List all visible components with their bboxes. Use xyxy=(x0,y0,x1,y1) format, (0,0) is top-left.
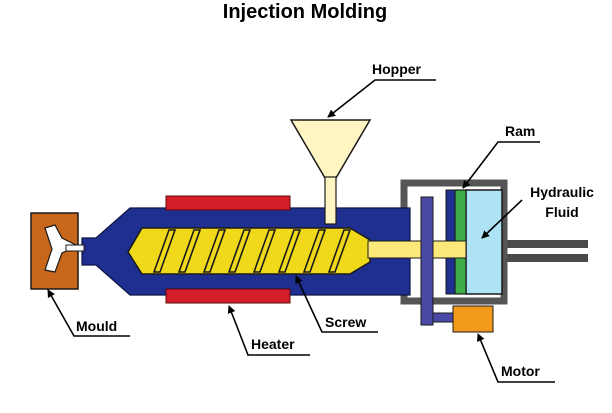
mould-leader xyxy=(47,289,130,337)
screw-shaft xyxy=(367,240,467,259)
motor-label: Motor xyxy=(501,363,540,379)
motor-leader xyxy=(477,333,555,383)
hopper xyxy=(289,119,372,179)
hydraulic-fluid-chamber xyxy=(465,189,503,295)
screw-label: Screw xyxy=(325,314,366,330)
mould-cavity xyxy=(44,224,80,273)
hopper-neck xyxy=(324,176,337,225)
screw-flights xyxy=(152,229,352,273)
ram-leader xyxy=(462,141,540,189)
leader-lines xyxy=(47,79,555,383)
screw-leader xyxy=(295,275,378,333)
piston-rod-bottom xyxy=(504,254,588,262)
ram-label: Ram xyxy=(505,123,535,139)
mould-label: Mould xyxy=(76,318,117,334)
motor-drive-shaft xyxy=(420,196,434,326)
heater-band-bottom xyxy=(165,288,291,304)
piston-rod-top xyxy=(504,240,588,248)
hydraulic-label-line1: Hydraulic xyxy=(530,184,594,200)
motor xyxy=(452,305,494,333)
heater-leader xyxy=(227,305,310,356)
hydraulic-leader xyxy=(481,199,523,239)
hopper-leader xyxy=(327,79,436,118)
hydraulic-label-line2: Fluid xyxy=(545,204,578,220)
motor-coupling xyxy=(432,312,454,323)
hopper-label: Hopper xyxy=(372,61,422,77)
mould-gate xyxy=(65,244,85,252)
heater-label: Heater xyxy=(251,336,295,352)
diagram-title: Injection Molding xyxy=(223,1,387,23)
heater-band-top xyxy=(165,195,291,211)
